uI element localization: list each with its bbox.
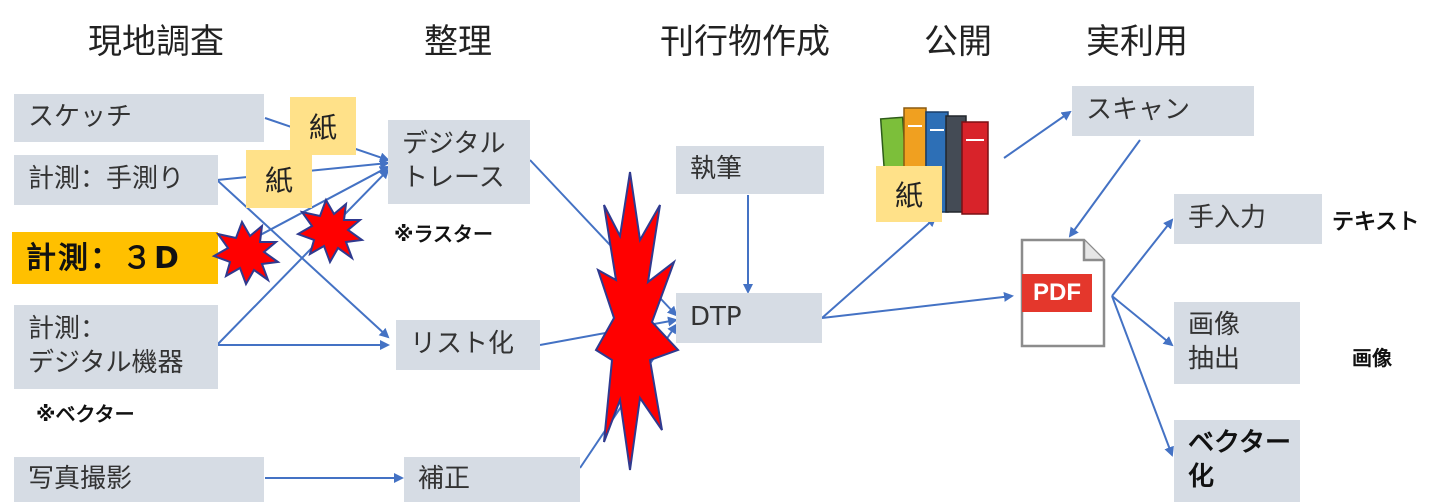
box-image-extract-line1: 画像 [1188, 310, 1241, 341]
arrow-pdf-to-input [1111, 218, 1174, 297]
box-digital-trace-line2: トレース [402, 163, 505, 193]
header-use: 実利用 [1086, 22, 1188, 62]
note-image: 画像 [1352, 346, 1392, 370]
arrow-pdf-to-vector [1111, 295, 1174, 457]
paper-tag-hand: 紙 [246, 150, 312, 208]
burst-3d-left [211, 219, 281, 287]
box-vectorize: ベクター 化 [1174, 420, 1300, 502]
pdf-label: PDF [1033, 279, 1081, 306]
box-vectorize-line1: ベクター [1188, 428, 1291, 459]
box-manual-input: 手入力 [1174, 194, 1322, 244]
paper-tag-books: 紙 [876, 166, 942, 222]
note-text: テキスト [1332, 210, 1420, 235]
header-release: 公開 [924, 22, 992, 62]
arrow-scan-to-pdf [1068, 139, 1141, 238]
arrow-dtp-to-books [821, 216, 937, 319]
box-digital-trace-line1: デジタル [402, 129, 506, 160]
box-photo: 写真撮影 [14, 457, 264, 502]
box-scan: スキャン [1072, 86, 1254, 136]
burst-3d-right [295, 197, 365, 265]
header-organize: 整理 [424, 22, 492, 62]
box-correction: 補正 [404, 457, 580, 502]
burst-large [594, 171, 680, 471]
pdf-file-icon: PDF [1020, 238, 1106, 348]
header-survey: 現地調査 [88, 22, 224, 62]
box-digital-device: 計測： デジタル機器 [14, 305, 218, 389]
box-digital-device-line1: 計測： [28, 314, 107, 345]
box-list: リスト化 [396, 320, 540, 370]
box-image-extract-line2: 抽出 [1188, 344, 1241, 374]
box-sketch: スケッチ [14, 94, 264, 142]
arrow-pdf-to-image [1111, 295, 1174, 347]
arrow-device-to-trace [216, 168, 390, 346]
box-vectorize-line2: 化 [1188, 462, 1215, 492]
note-vector: ※ベクター [36, 402, 135, 426]
note-raster: ※ラスター [394, 222, 494, 246]
box-writing: 執筆 [676, 146, 824, 194]
header-publication: 刊行物作成 [660, 22, 830, 62]
box-digital-device-line2: デジタル機器 [28, 348, 184, 378]
box-dtp: DTP [676, 293, 822, 343]
box-measure-3d: 計測：３D [12, 232, 218, 284]
box-image-extract: 画像 抽出 [1174, 302, 1300, 384]
box-digital-trace: デジタル トレース [388, 120, 530, 204]
arrow-books-to-scan [1003, 110, 1072, 159]
paper-tag-sketch: 紙 [290, 97, 356, 155]
arrow-dtp-to-pdf [821, 291, 1014, 319]
box-hand-measure: 計測：手測り [14, 155, 218, 205]
